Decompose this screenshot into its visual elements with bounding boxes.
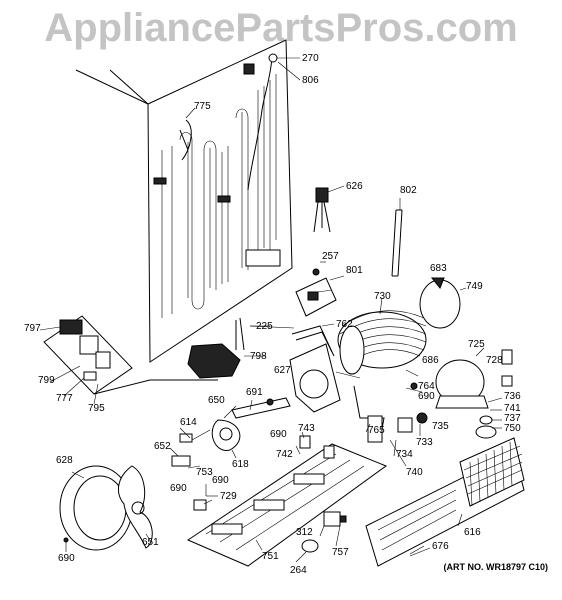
callout-651: 651: [142, 537, 159, 548]
callout-616: 616: [464, 527, 481, 538]
callout-795: 795: [88, 403, 105, 414]
bracket-626: [313, 185, 345, 233]
callout-652: 652: [154, 441, 171, 452]
callout-683: 683: [430, 263, 447, 274]
compressor: [410, 347, 513, 409]
callout-312: 312: [296, 527, 313, 538]
callout-797: 797: [24, 323, 41, 334]
callout-626: 626: [346, 181, 363, 192]
callout-734: 734: [396, 449, 413, 460]
callout-690-b: 690: [270, 429, 287, 440]
callout-270: 270: [302, 53, 319, 64]
callout-757: 757: [332, 547, 349, 558]
callout-750: 750: [504, 423, 521, 434]
tube-762: [291, 323, 335, 357]
fan-housing: [59, 465, 153, 551]
grommets: [475, 415, 497, 439]
control-board: [295, 261, 345, 317]
rear-grille: [365, 437, 525, 567]
compressor-cover: [419, 277, 467, 329]
callout-225: 225: [256, 321, 273, 332]
fan-motor-assembly: [171, 397, 291, 467]
callout-741: 741: [504, 403, 521, 414]
callout-742: 742: [276, 449, 293, 460]
callout-753: 753: [196, 467, 213, 478]
callout-628: 628: [56, 455, 73, 466]
callout-686: 686: [422, 355, 439, 366]
callout-650: 650: [208, 395, 225, 406]
base-pan: [186, 435, 388, 567]
callout-618: 618: [232, 459, 249, 470]
drier-and-tubing: [353, 385, 428, 443]
callout-775: 775: [194, 101, 211, 112]
callout-690-a: 690: [418, 391, 435, 402]
small-hardware: [301, 511, 347, 553]
callout-802: 802: [400, 185, 417, 196]
callout-676: 676: [432, 541, 449, 552]
callout-257: 257: [322, 251, 339, 262]
back-panel: [75, 39, 301, 363]
callout-690-d: 690: [212, 475, 229, 486]
callout-627: 627: [274, 365, 291, 376]
callout-764: 764: [418, 381, 435, 392]
relay-overload-group: [39, 315, 218, 405]
callout-736: 736: [504, 391, 521, 402]
fan-shroud: [289, 343, 341, 413]
callout-737: 737: [504, 413, 521, 424]
callout-743: 743: [298, 423, 315, 434]
callout-690-c: 690: [170, 483, 187, 494]
callout-733: 733: [416, 437, 433, 448]
callout-751: 751: [262, 551, 279, 562]
condenser-coil: [337, 297, 427, 375]
callout-801: 801: [346, 265, 363, 276]
callout-690-e: 690: [58, 553, 75, 564]
callout-765: 765: [368, 425, 385, 436]
callout-735: 735: [432, 421, 449, 432]
callout-749: 749: [466, 281, 483, 292]
callout-740: 740: [406, 467, 423, 478]
callout-762: 762: [336, 319, 353, 330]
art-number: (ART NO. WR18797 C10): [443, 562, 548, 572]
callout-264: 264: [290, 565, 307, 576]
harness-802: [391, 198, 403, 277]
callout-777: 777: [56, 393, 73, 404]
harness-assembly: [187, 317, 270, 379]
callout-729: 729: [220, 491, 237, 502]
callout-799: 799: [38, 375, 55, 386]
callout-728: 728: [486, 355, 503, 366]
callout-730: 730: [374, 291, 391, 302]
callout-614: 614: [180, 417, 197, 428]
callout-798: 798: [250, 351, 267, 362]
callout-725: 725: [468, 339, 485, 350]
callout-806: 806: [302, 75, 319, 86]
callout-691: 691: [246, 387, 263, 398]
leader-lines: [65, 289, 503, 563]
